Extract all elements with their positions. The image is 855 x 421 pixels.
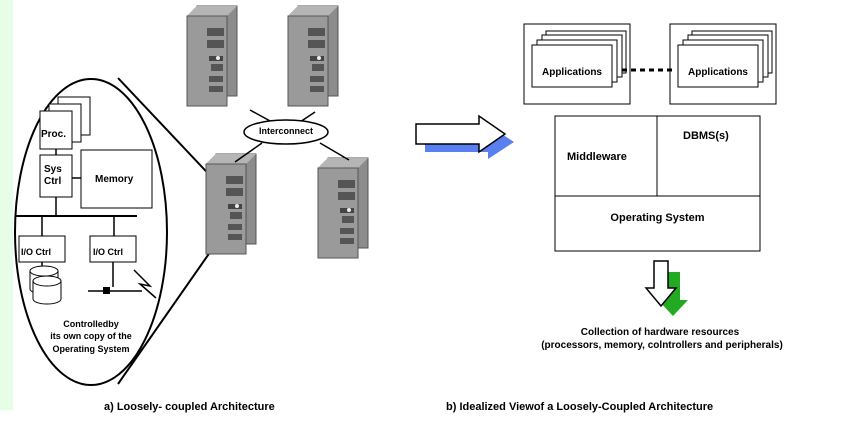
node-ellipse bbox=[14, 78, 168, 386]
network-icon bbox=[88, 269, 157, 299]
io-ctrl-label-1: I/O Ctrl bbox=[21, 247, 52, 257]
io-ctrl-box-1 bbox=[18, 235, 66, 263]
collection-label-line1: Collection of hardware resources bbox=[580, 327, 740, 338]
interconnect-ellipse bbox=[243, 119, 329, 145]
applications-stack-2 bbox=[677, 30, 773, 88]
left-accent-strip bbox=[0, 0, 13, 410]
dbms-box bbox=[656, 115, 761, 197]
server-icon bbox=[317, 157, 369, 259]
interconnect-label: Interconnect bbox=[258, 126, 313, 136]
sys-ctrl-label-line1: Sys bbox=[44, 164, 62, 175]
controlled-label-line3: Operating System bbox=[52, 344, 130, 354]
disk-icon bbox=[29, 265, 62, 305]
caption-left: a) Loosely- coupled Architecture bbox=[104, 401, 275, 413]
controlled-label-line2: its own copy of the bbox=[50, 331, 132, 341]
io-ctrl-box-2 bbox=[89, 235, 137, 263]
caption-right: b) Idealized Viewof a Loosely-Coupled Ar… bbox=[446, 401, 714, 413]
applications-stack-1 bbox=[531, 30, 627, 88]
os-box bbox=[554, 195, 761, 252]
applications-label-2: Applications bbox=[687, 67, 748, 78]
middleware-box bbox=[554, 115, 658, 197]
applications-label-1: Applications bbox=[541, 67, 602, 78]
memory-label: Memory bbox=[95, 174, 134, 185]
sys-ctrl-label-line2: Ctrl bbox=[44, 176, 62, 187]
memory-box bbox=[80, 149, 153, 209]
down-arrow-icon bbox=[644, 260, 688, 316]
middleware-label: Middleware bbox=[567, 151, 627, 163]
server-icon bbox=[186, 5, 238, 107]
io-ctrl-label-2: I/O Ctrl bbox=[93, 247, 124, 257]
controlled-label-line1: Controlledby bbox=[63, 319, 119, 329]
proc-stack bbox=[39, 96, 91, 150]
server-icon bbox=[287, 5, 339, 107]
proc-label: Proc. bbox=[41, 129, 67, 140]
server-icon bbox=[205, 153, 257, 255]
collection-label-line2: (processors, memory, colntrollers and pe… bbox=[541, 340, 783, 351]
dbms-label: DBMS(s) bbox=[683, 130, 729, 142]
os-label: Operating System bbox=[610, 212, 705, 224]
right-arrow-icon bbox=[415, 114, 514, 159]
